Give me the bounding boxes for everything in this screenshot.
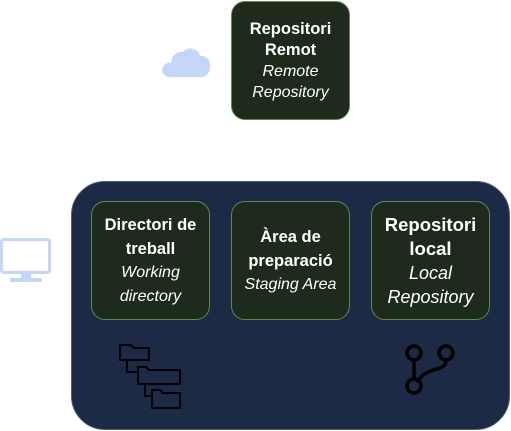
node-title-line: Remot <box>264 40 317 59</box>
node-title-line: treball <box>125 239 176 258</box>
node-subtitle-line: Local <box>408 262 453 283</box>
cloud-icon <box>162 48 211 77</box>
node-subtitle-line: Working <box>121 263 180 281</box>
node-subtitle-line: Repository <box>387 286 474 307</box>
node-title-line: Repositori <box>384 213 477 235</box>
monitor-icon <box>0 238 51 282</box>
node-subtitle-line: Staging Area <box>244 275 337 293</box>
working-directory-node: Directori de treball Working directory <box>91 201 210 320</box>
folder-tree-icon <box>119 344 181 409</box>
node-subtitle-line: directory <box>119 287 182 305</box>
local-repository-node: Repositori local Local Repository <box>371 201 490 320</box>
node-title-line: Directori de <box>104 215 197 234</box>
node-title-line: preparació <box>248 251 333 270</box>
remote-repository-node: Repositori Remot Remote Repository <box>231 1 350 120</box>
node-subtitle-line: Repository <box>252 83 329 101</box>
staging-area-node: Àrea de preparació Staging Area <box>231 201 350 320</box>
node-title-line: Àrea de <box>260 227 321 246</box>
node-title-line: Repositori <box>249 19 332 38</box>
node-subtitle-line: Remote <box>262 62 319 80</box>
git-branch-icon <box>405 344 455 395</box>
node-title-line: local <box>409 237 452 259</box>
